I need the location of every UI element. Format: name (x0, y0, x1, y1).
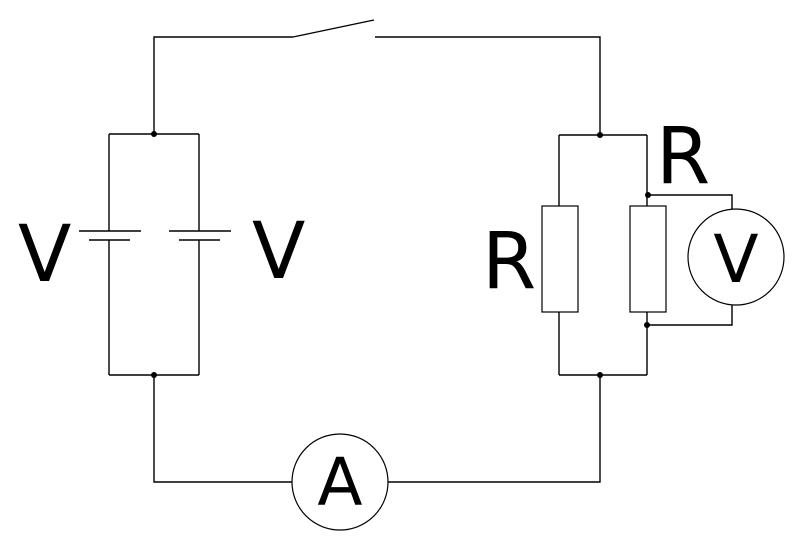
battery-right-label: V (252, 207, 305, 297)
voltmeter-label: V (713, 221, 758, 298)
voltmeter-lead-top (648, 194, 733, 209)
wire-top-left (153, 36, 293, 134)
voltmeter-circle (687, 208, 785, 306)
wire-bottom-right (388, 375, 601, 483)
junction-node (597, 132, 603, 138)
resistor-left (541, 205, 579, 313)
resistor-bank (541, 132, 667, 378)
resistor-right-label: R (656, 112, 710, 202)
voltmeter-lead-bottom (647, 305, 733, 326)
switch-open (292, 19, 375, 38)
resistor-right (629, 205, 667, 313)
wire-bottom-left (153, 375, 292, 483)
battery-bank (79, 131, 231, 378)
ammeter: A (291, 433, 389, 531)
junction-node (151, 131, 157, 137)
voltmeter: V (687, 208, 785, 306)
battery-left-label: V (18, 210, 71, 300)
resistor-left-label: R (482, 217, 536, 307)
ammeter-circle (291, 433, 389, 531)
ammeter-label: A (317, 444, 362, 521)
junction-node (597, 372, 603, 378)
wire-top-right (375, 36, 601, 135)
